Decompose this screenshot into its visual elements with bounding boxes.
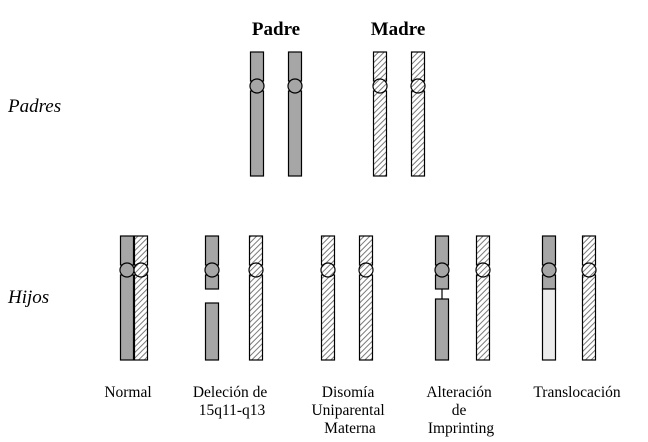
chromosomes <box>119 51 597 361</box>
short-arm <box>248 235 264 266</box>
centromere <box>204 262 220 278</box>
short-arm <box>204 235 220 266</box>
long-arm <box>119 274 135 361</box>
short-arm <box>372 51 388 82</box>
centromere <box>581 262 597 278</box>
deletion-maternal-chromosome <box>248 235 264 361</box>
centromere <box>287 78 303 94</box>
short-arm <box>320 235 336 266</box>
long-arm <box>287 90 303 177</box>
short-arm <box>133 235 149 266</box>
centromere <box>434 262 450 278</box>
case-label-deletion: Deleción de 15q11-q13 <box>193 384 271 419</box>
short-arm <box>541 235 557 266</box>
centromere <box>541 262 557 278</box>
centromere <box>475 262 491 278</box>
short-arm <box>410 51 426 82</box>
parents-row-label: Padres <box>7 96 61 117</box>
father-chromosome-2 <box>287 51 303 177</box>
short-arm <box>581 235 597 266</box>
centromere <box>410 78 426 94</box>
long-arm <box>358 274 374 361</box>
short-arm <box>249 51 265 82</box>
long-arm <box>372 90 388 177</box>
centromere <box>320 262 336 278</box>
upd-maternal-chromosome-1 <box>320 235 336 361</box>
imprinting-maternal-chromosome <box>475 235 491 361</box>
case-labels: Normal Deleción de 15q11-q13 Disomía Uni… <box>104 384 621 437</box>
translocation-maternal-chromosome <box>581 235 597 361</box>
case-label-translocation: Translocación <box>533 384 620 401</box>
short-arm <box>358 235 374 266</box>
mother-chromosome-1 <box>372 51 388 177</box>
short-arm <box>287 51 303 82</box>
translocated-segment <box>541 288 557 361</box>
mother-chromosome-2 <box>410 51 426 177</box>
case-label-upd: Disomía Uniparental Materna <box>311 384 388 437</box>
father-chromosome-1 <box>249 51 265 177</box>
long-arm <box>475 274 491 361</box>
short-arm <box>475 235 491 266</box>
normal-maternal-chromosome <box>133 235 149 361</box>
case-label-normal: Normal <box>104 384 151 401</box>
centromere <box>248 262 264 278</box>
mother-header: Madre <box>371 19 426 40</box>
long-arm <box>248 274 264 361</box>
centromere <box>119 262 135 278</box>
centromere <box>249 78 265 94</box>
long-arm <box>249 90 265 177</box>
imprinting-paternal-chromosome <box>434 235 450 361</box>
father-header: Padre <box>252 19 300 40</box>
short-arm <box>434 235 450 266</box>
long-arm <box>410 90 426 177</box>
short-arm <box>119 235 135 266</box>
deletion-paternal-chromosome <box>204 235 220 361</box>
upd-maternal-chromosome-2 <box>358 235 374 361</box>
case-label-imprinting: Alteración de Imprinting <box>426 384 495 437</box>
centromere <box>372 78 388 94</box>
long-arm <box>581 274 597 361</box>
long-arm-distal <box>204 302 220 361</box>
translocation-paternal-chromosome <box>541 235 557 361</box>
centromere <box>358 262 374 278</box>
centromere <box>133 262 149 278</box>
long-arm-distal <box>434 298 450 361</box>
children-row-label: Hijos <box>7 287 49 308</box>
long-arm <box>320 274 336 361</box>
long-arm <box>133 274 149 361</box>
normal-paternal-chromosome <box>119 235 135 361</box>
